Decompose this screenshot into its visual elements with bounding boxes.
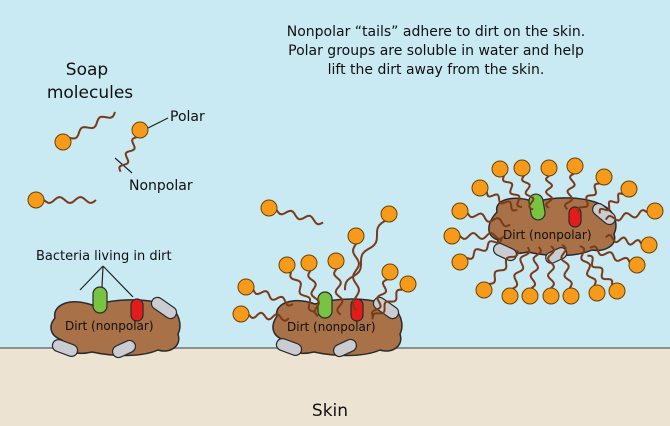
- skin-label: Skin: [312, 401, 348, 421]
- caption-line-2: Polar groups are soluble in water and he…: [288, 43, 584, 59]
- soap-molecules-layer: [27, 111, 664, 323]
- soap-molecule-tail: [529, 246, 542, 289]
- soap-molecule-tail: [501, 175, 523, 209]
- soap-molecule-head: [451, 202, 469, 220]
- soap-molecule-head: [327, 252, 345, 270]
- polar-label: Polar: [170, 109, 205, 125]
- soap-molecule-tail: [577, 182, 600, 214]
- bacteria-green-middle: [317, 291, 333, 319]
- nonpolar-label: Nonpolar: [129, 178, 193, 194]
- soap-molecule-head: [542, 287, 560, 305]
- soap-molecule-head: [491, 160, 509, 178]
- soap-molecule-head: [640, 236, 658, 254]
- bacteria-pointer-2: [101, 265, 104, 288]
- soap-molecule-tail: [466, 212, 511, 228]
- soap-molecule-tail: [488, 250, 519, 285]
- polar-pointer: [147, 117, 169, 129]
- soap-molecule-tail: [333, 268, 344, 316]
- bacteria-red-left: [130, 298, 144, 322]
- caption-line-3: lift the dirt away from the skin.: [328, 62, 545, 78]
- soap-molecule-head: [620, 180, 638, 198]
- soap-molecule-tail: [560, 243, 573, 289]
- soap-molecule-head: [54, 133, 72, 151]
- soap-molecule-tail: [546, 245, 556, 289]
- bacteria-label: Bacteria living in dirt: [36, 249, 172, 264]
- bacteria-gray-middle-3: [332, 338, 358, 358]
- soap-molecule-head: [540, 159, 558, 177]
- soap-molecule-head: [646, 202, 664, 220]
- skin-region: [0, 348, 670, 426]
- soap-molecule-head: [471, 179, 489, 197]
- bacteria-pointer-1: [79, 265, 104, 291]
- soap-molecule-head: [381, 263, 399, 281]
- bacteria-gray-left-2: [51, 339, 79, 357]
- soap-molecule-tail: [512, 246, 531, 290]
- soap-molecule-tail: [118, 136, 137, 173]
- soap-molecule-tail: [307, 270, 321, 318]
- bacteria-red-right: [568, 206, 582, 228]
- soap-molecule-tail: [598, 192, 624, 214]
- soap-molecule-tail: [69, 111, 116, 140]
- soap-molecule-tail: [466, 237, 503, 260]
- soap-molecule-head: [628, 256, 646, 274]
- soap-molecule-head: [260, 199, 278, 217]
- soap-molecule-tail: [587, 254, 614, 286]
- soap-molecule-head: [237, 278, 255, 296]
- soap-molecule-head: [501, 287, 519, 305]
- soap-molecule-head: [399, 275, 417, 293]
- soap-label-line-2: molecules: [47, 83, 133, 103]
- soap-molecule-head: [347, 227, 365, 245]
- dirt-label-left: Dirt (nonpolar): [65, 319, 154, 333]
- soap-molecule-head: [131, 121, 149, 139]
- soap-molecule-head: [443, 227, 461, 245]
- soap-molecule-head: [513, 159, 531, 177]
- soap-molecule-tail: [289, 271, 315, 313]
- soap-molecule-tail: [275, 209, 324, 226]
- soap-label-line-1: Soap: [66, 60, 108, 80]
- soap-molecule-head: [300, 254, 318, 272]
- soap-molecule-tail: [252, 289, 294, 307]
- bacteria-gray-middle-2: [275, 338, 303, 356]
- soap-molecule-tail: [563, 173, 576, 210]
- bacteria-gray-left-1: [150, 296, 178, 320]
- soap-molecule-tail: [589, 245, 631, 263]
- soap-molecule-head: [232, 305, 250, 323]
- soap-molecule-head: [608, 282, 626, 300]
- bacteria-pointer-3: [102, 265, 134, 298]
- soap-molecule-tail: [370, 278, 388, 318]
- soap-molecule-tail: [248, 311, 290, 322]
- soap-molecule-head: [278, 256, 296, 274]
- soap-molecule-tail: [520, 175, 535, 211]
- dirt-label-right: Dirt (nonpolar): [503, 228, 592, 242]
- soap-molecule-tail: [485, 191, 518, 212]
- soap-molecule-head: [475, 281, 493, 299]
- bacteria-green-left: [92, 286, 108, 314]
- soap-molecule-tail: [344, 220, 386, 291]
- soap-molecule-tail: [579, 245, 597, 286]
- soap-molecule-head: [595, 168, 613, 186]
- soap-molecule-head: [588, 284, 606, 302]
- dirt-label-middle: Dirt (nonpolar): [287, 320, 376, 334]
- soap-molecule-head: [27, 191, 45, 209]
- soap-molecule-head: [380, 205, 398, 223]
- soap-molecule-tail: [43, 195, 97, 205]
- soap-molecule-head: [562, 287, 580, 305]
- bacteria-gray-left-3: [111, 339, 137, 359]
- soap-molecule-tail: [544, 175, 554, 209]
- soap-molecule-head: [451, 253, 469, 271]
- soap-molecule-tail: [459, 231, 505, 241]
- soap-molecule-head: [521, 287, 539, 305]
- caption-line-1: Nonpolar “tails” adhere to dirt on the s…: [287, 24, 586, 40]
- soap-molecule-tail: [605, 233, 642, 246]
- soap-molecule-tail: [371, 288, 403, 320]
- soap-molecule-tail: [604, 209, 648, 222]
- soap-molecule-head: [566, 157, 584, 175]
